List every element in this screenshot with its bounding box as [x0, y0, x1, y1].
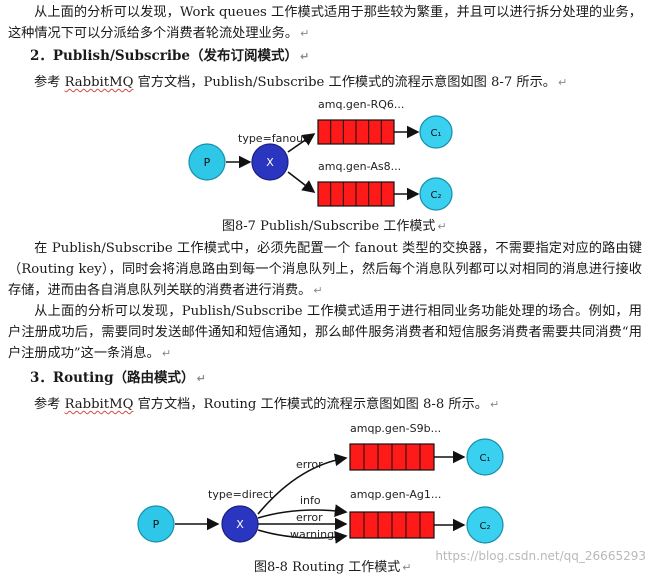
consumer1-label: C₁ — [480, 453, 491, 464]
consumer2-label: C₂ — [480, 521, 491, 532]
queue2-label: amq.gen-As8... — [318, 160, 401, 173]
consumer1-node — [466, 438, 504, 476]
figure-8-7-diagram: P X type=fanout amq.gen-RQ6... amq.gen-A… — [188, 98, 453, 211]
producer-label: P — [153, 518, 160, 531]
heading-routing: 3．Routing（路由模式）↵ — [30, 370, 206, 386]
queue2-label: amqp.gen-Ag1... — [350, 488, 441, 501]
consumer2-label: C₂ — [431, 190, 442, 201]
return-mark: ↵ — [196, 372, 206, 385]
exchange-label: X — [236, 518, 244, 531]
arrow-to-queue2 — [287, 171, 316, 193]
ref-paragraph-fig88: 参考 RabbitMQ 官方文档，Routing 工作模式的流程示意图如图 8-… — [34, 397, 500, 412]
heading-publish-subscribe: 2．Publish/Subscribe（发布订阅模式）↵ — [30, 48, 310, 64]
queue2 — [317, 181, 395, 207]
binding-arrow-warning — [257, 529, 348, 544]
ref-paragraph-fig87: 参考 RabbitMQ 官方文档，Publish/Subscribe 工作模式的… — [34, 75, 568, 90]
producer-label: P — [204, 156, 211, 169]
figure-8-7-caption: 图8-7 Publish/Subscribe 工作模式↵ — [222, 219, 447, 234]
pubsub-paragraph-1: 在 Publish/Subscribe 工作模式中，必须先配置一个 fanout… — [8, 241, 642, 298]
binding-key-warning: warning — [290, 528, 334, 541]
return-mark: ↵ — [402, 561, 412, 574]
return-mark: ↵ — [161, 347, 172, 360]
rabbitmq-term: RabbitMQ — [64, 397, 134, 412]
binding-arrow-error-queue1 — [257, 453, 348, 515]
binding-key-info: info — [300, 494, 321, 507]
return-mark: ↵ — [300, 50, 310, 63]
binding-key-error-queue1: error — [296, 458, 323, 471]
return-mark: ↵ — [300, 27, 310, 40]
binding-arrow-info — [257, 504, 348, 519]
queue1-label: amqp.gen-S9b... — [350, 422, 441, 435]
binding-key-error-queue2: error — [296, 511, 323, 524]
queue1 — [349, 443, 435, 471]
figure-8-8-diagram: P X type=direct error info error warning… — [137, 422, 504, 544]
queue2 — [349, 511, 435, 539]
consumer1-node — [419, 115, 453, 149]
arrow-to-queue1 — [287, 133, 316, 153]
return-mark: ↵ — [557, 76, 568, 89]
exchange-label: X — [266, 156, 274, 169]
figure-8-8-caption: 图8-8 Routing 工作模式↵ — [254, 560, 412, 575]
consumer2-node — [466, 506, 504, 544]
return-mark: ↵ — [437, 220, 447, 233]
exchange-node — [251, 143, 289, 181]
exchange-type-label: type=direct — [208, 488, 274, 501]
producer-node — [188, 143, 226, 181]
consumer1-label: C₁ — [431, 128, 442, 139]
return-mark: ↵ — [489, 398, 500, 411]
queue1-label: amq.gen-RQ6... — [318, 98, 404, 111]
watermark: https://blog.csdn.net/qq_26665293 — [435, 549, 646, 563]
queue1 — [317, 119, 395, 145]
return-mark: ↵ — [313, 284, 323, 297]
rabbitmq-term: RabbitMQ — [64, 75, 134, 90]
exchange-type-label: type=fanout — [238, 132, 308, 145]
pubsub-paragraph-2: 从上面的分析可以发现，Publish/Subscribe 工作模式适用于进行相同… — [8, 304, 642, 361]
producer-node — [137, 505, 175, 543]
intro-paragraph: 从上面的分析可以发现，Work queues 工作模式适用于那些较为繁重，并且可… — [8, 5, 642, 41]
consumer2-node — [419, 177, 453, 211]
